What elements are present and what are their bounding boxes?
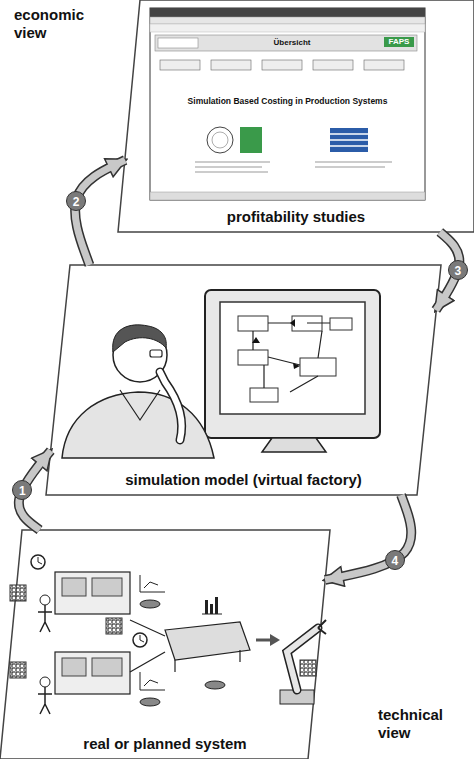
flow-arrow-fill bbox=[75, 160, 125, 265]
panel-shape bbox=[46, 265, 441, 495]
panel-title: real or planned system bbox=[80, 735, 249, 752]
logo-text: FAPS bbox=[384, 37, 414, 47]
screen-title: Simulation Based Costing in Production S… bbox=[160, 96, 415, 106]
flow-arrow bbox=[75, 160, 125, 265]
step-number: 1 bbox=[12, 480, 32, 500]
monitor bbox=[205, 290, 380, 452]
step-number: 3 bbox=[448, 260, 468, 280]
flow-arrow-group bbox=[75, 160, 125, 265]
production-system bbox=[10, 555, 326, 714]
panel-shape bbox=[0, 530, 330, 759]
flow-arrow-fill bbox=[325, 495, 411, 580]
window-heading: Übersicht bbox=[262, 38, 322, 48]
step-number: 2 bbox=[66, 191, 86, 211]
step-number: 4 bbox=[385, 550, 405, 570]
flow-arrow-group bbox=[325, 495, 411, 580]
view-label: technical view bbox=[378, 706, 464, 742]
panel-outline bbox=[0, 530, 330, 759]
panel-title: simulation model (virtual factory) bbox=[122, 471, 365, 488]
panel-shape bbox=[118, 0, 474, 232]
screenshot-window bbox=[150, 8, 425, 200]
flow-arrow bbox=[325, 495, 411, 580]
view-label: economic view bbox=[14, 6, 98, 42]
panel-title: profitability studies bbox=[224, 208, 368, 225]
view-panel: real or planned system bbox=[0, 530, 330, 759]
person bbox=[62, 325, 214, 458]
